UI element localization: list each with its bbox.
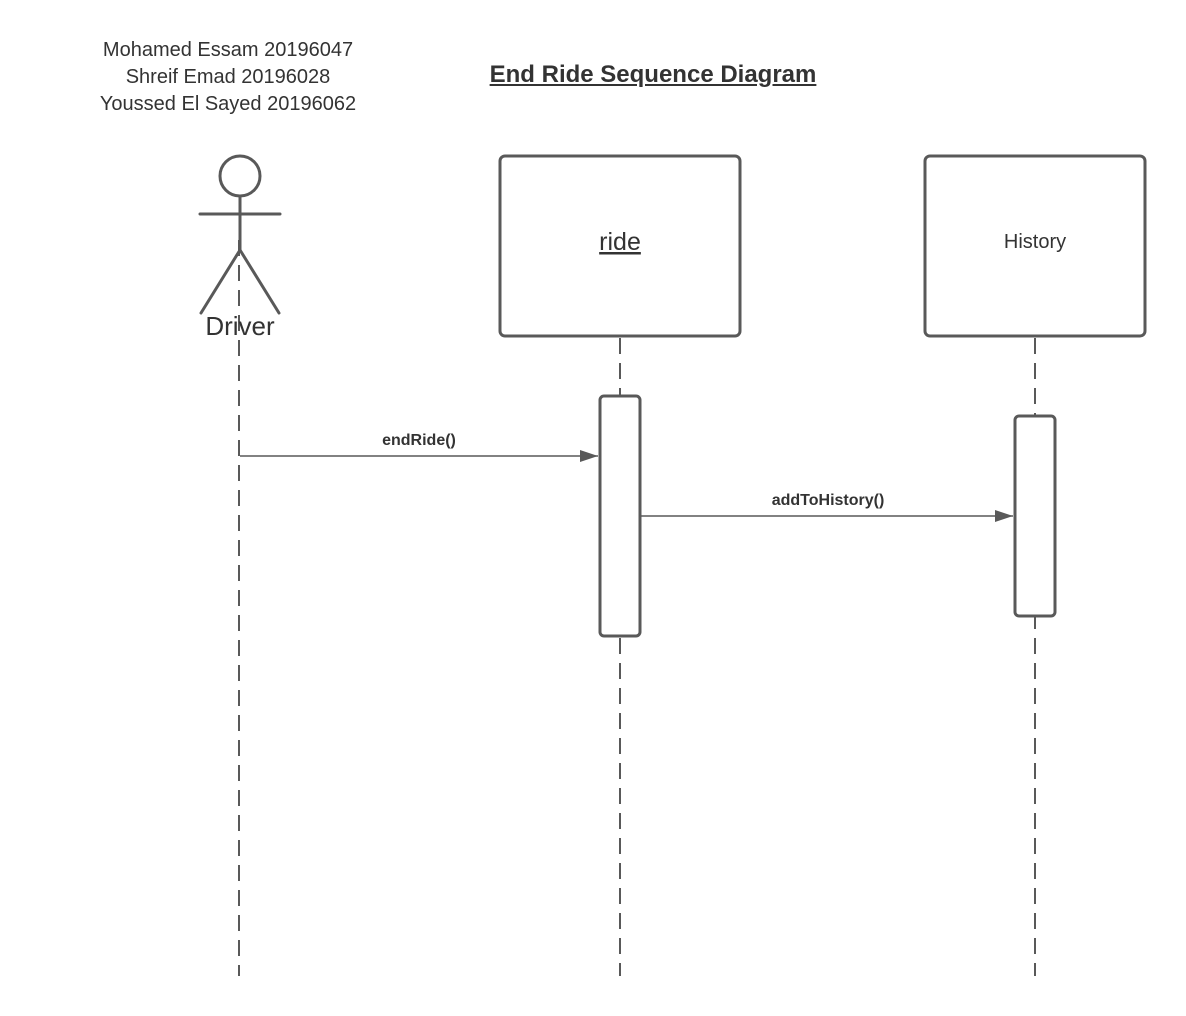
driver-label: Driver bbox=[205, 311, 275, 341]
message-add-to-history: addToHistory() bbox=[641, 492, 1013, 522]
history-activation-bar bbox=[1013, 414, 1057, 618]
history-object: History bbox=[923, 154, 1147, 338]
history-object-label: History bbox=[1004, 231, 1066, 253]
diagram-title: End Ride Sequence Diagram bbox=[489, 61, 817, 88]
ride-object: ride bbox=[498, 154, 742, 338]
stick-figure-icon bbox=[198, 154, 282, 315]
end-ride-label: endRide() bbox=[382, 432, 456, 449]
driver-actor: Driver bbox=[198, 154, 282, 341]
ride-object-box bbox=[498, 154, 742, 338]
author-list: Mohamed Essam 20196047 Shreif Emad 20196… bbox=[58, 37, 398, 118]
add-to-history-label: addToHistory() bbox=[772, 492, 885, 509]
author-line-3: Youssed El Sayed 20196062 bbox=[99, 93, 357, 115]
ride-object-label: ride bbox=[599, 228, 641, 256]
author-line-2: Shreif Emad 20196028 bbox=[125, 66, 331, 88]
author-line-1: Mohamed Essam 20196047 bbox=[102, 39, 354, 61]
ride-activation-bar bbox=[598, 394, 642, 638]
history-object-box bbox=[923, 154, 1147, 338]
message-end-ride: endRide() bbox=[240, 432, 598, 462]
